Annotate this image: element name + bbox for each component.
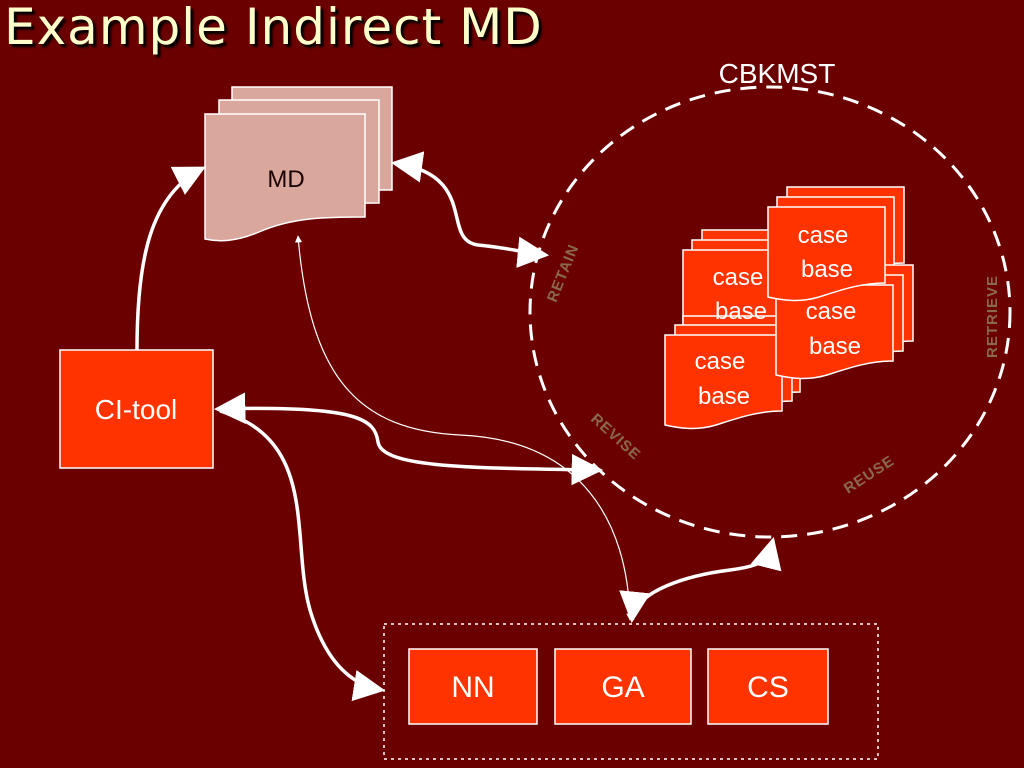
case-base-label-2-line1: case	[695, 348, 746, 375]
arrow-citool-cbkmst	[213, 392, 604, 486]
case-base-card-lower-left	[664, 315, 801, 430]
case-base-label-4-line2: base	[809, 333, 861, 360]
arrow-md-tools	[294, 235, 634, 621]
case-base-label-3-line2: base	[801, 256, 853, 283]
md-document-stack: MD	[204, 86, 393, 242]
md-document-front	[204, 113, 366, 242]
case-base-label-3-line1: case	[798, 222, 849, 249]
tool-box-cs: CS	[707, 648, 829, 725]
connectors	[135, 151, 782, 702]
case-base-label-1-line1: case	[713, 264, 764, 291]
citool-label: CI-tool	[95, 394, 177, 425]
cycle-label-revise: REVISE	[587, 410, 644, 463]
citool-box: CI-tool	[59, 349, 214, 469]
case-base-label-4-line1: case	[806, 298, 857, 325]
tool-label-cs: CS	[747, 671, 789, 704]
cycle-label-retain: RETAIN	[544, 242, 583, 305]
tool-box-nn: NN	[408, 648, 538, 725]
case-base-stack: case base case base case base case base	[664, 186, 914, 430]
cbkmst-label: CBKMST	[719, 58, 836, 89]
arrow-citool-to-tools	[219, 409, 386, 702]
slide-title: Example Indirect MD	[4, 0, 543, 56]
arrow-tools-cbkmst	[619, 536, 782, 624]
case-base-label-1-line2: base	[715, 298, 767, 325]
arrow-citool-to-md	[135, 166, 206, 351]
case-base-label-2-line2: base	[698, 383, 750, 410]
cycle-label-retrieve: RETRIEVE	[984, 275, 1001, 358]
tool-label-ga: GA	[601, 671, 644, 704]
cycle-label-reuse: REUSE	[841, 452, 898, 497]
arrow-md-cbkmst	[390, 151, 550, 268]
tool-box-ga: GA	[554, 648, 692, 725]
md-label: MD	[267, 166, 304, 193]
tool-label-nn: NN	[451, 671, 494, 704]
